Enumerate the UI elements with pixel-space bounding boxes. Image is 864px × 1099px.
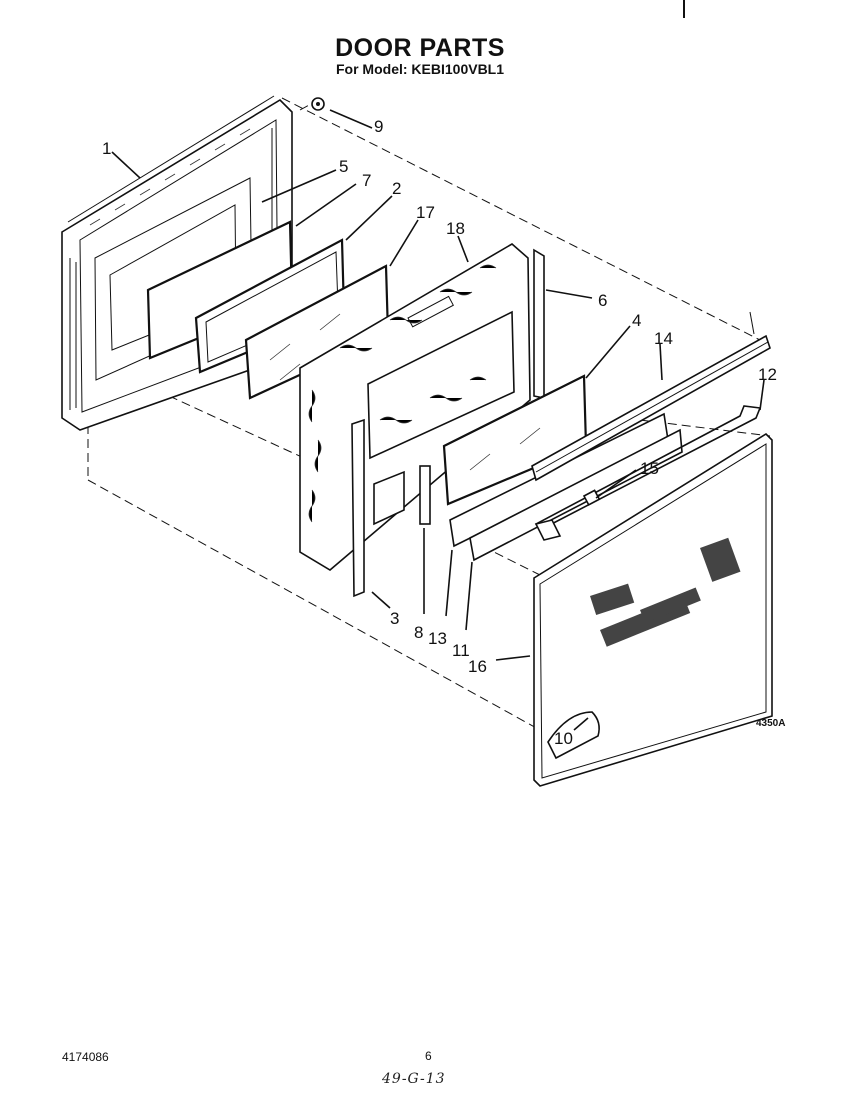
callout-16: 16	[468, 657, 487, 676]
callout-9: 9	[374, 117, 383, 136]
callout-8: 8	[414, 623, 423, 642]
handle-clip-15	[582, 489, 601, 506]
callout-labels: 1 2 3 4 5 6 7 8 9 10 11 12 13 14 15 16 1…	[102, 117, 777, 748]
callout-1: 1	[102, 139, 111, 158]
screw-9	[311, 97, 325, 111]
page-number: 6	[425, 1049, 432, 1063]
callout-4: 4	[632, 311, 641, 330]
model-subtitle: For Model: KEBI100VBL1	[335, 61, 505, 77]
callout-2: 2	[392, 179, 401, 198]
callout-13: 13	[428, 629, 447, 648]
callout-15: 15	[640, 459, 659, 478]
callout-18: 18	[446, 219, 465, 238]
door-handle-12	[534, 405, 762, 541]
callout-11: 11	[452, 641, 470, 660]
callout-5: 5	[339, 157, 348, 176]
callout-10: 10	[554, 729, 573, 748]
side-channel-3	[351, 418, 405, 598]
document-number: 4174086	[62, 1050, 109, 1064]
figure-code: 4350A	[756, 718, 786, 729]
callout-3: 3	[390, 609, 399, 628]
side-trim-6	[533, 248, 545, 399]
callout-6: 6	[598, 291, 607, 310]
outer-door-panel-16	[533, 432, 773, 787]
top-edge-mark	[683, 0, 685, 18]
top-trim-14	[531, 311, 771, 482]
callout-12: 12	[758, 365, 777, 384]
vent-11	[469, 428, 683, 562]
callout-14: 14	[654, 329, 673, 348]
bracket-8	[419, 465, 431, 525]
handwritten-note: 49-G-13	[382, 1071, 446, 1087]
callout-leader-lines	[111, 109, 765, 731]
page-title: DOOR PARTS	[335, 34, 505, 62]
callout-7: 7	[362, 171, 371, 190]
callout-17: 17	[416, 203, 435, 222]
